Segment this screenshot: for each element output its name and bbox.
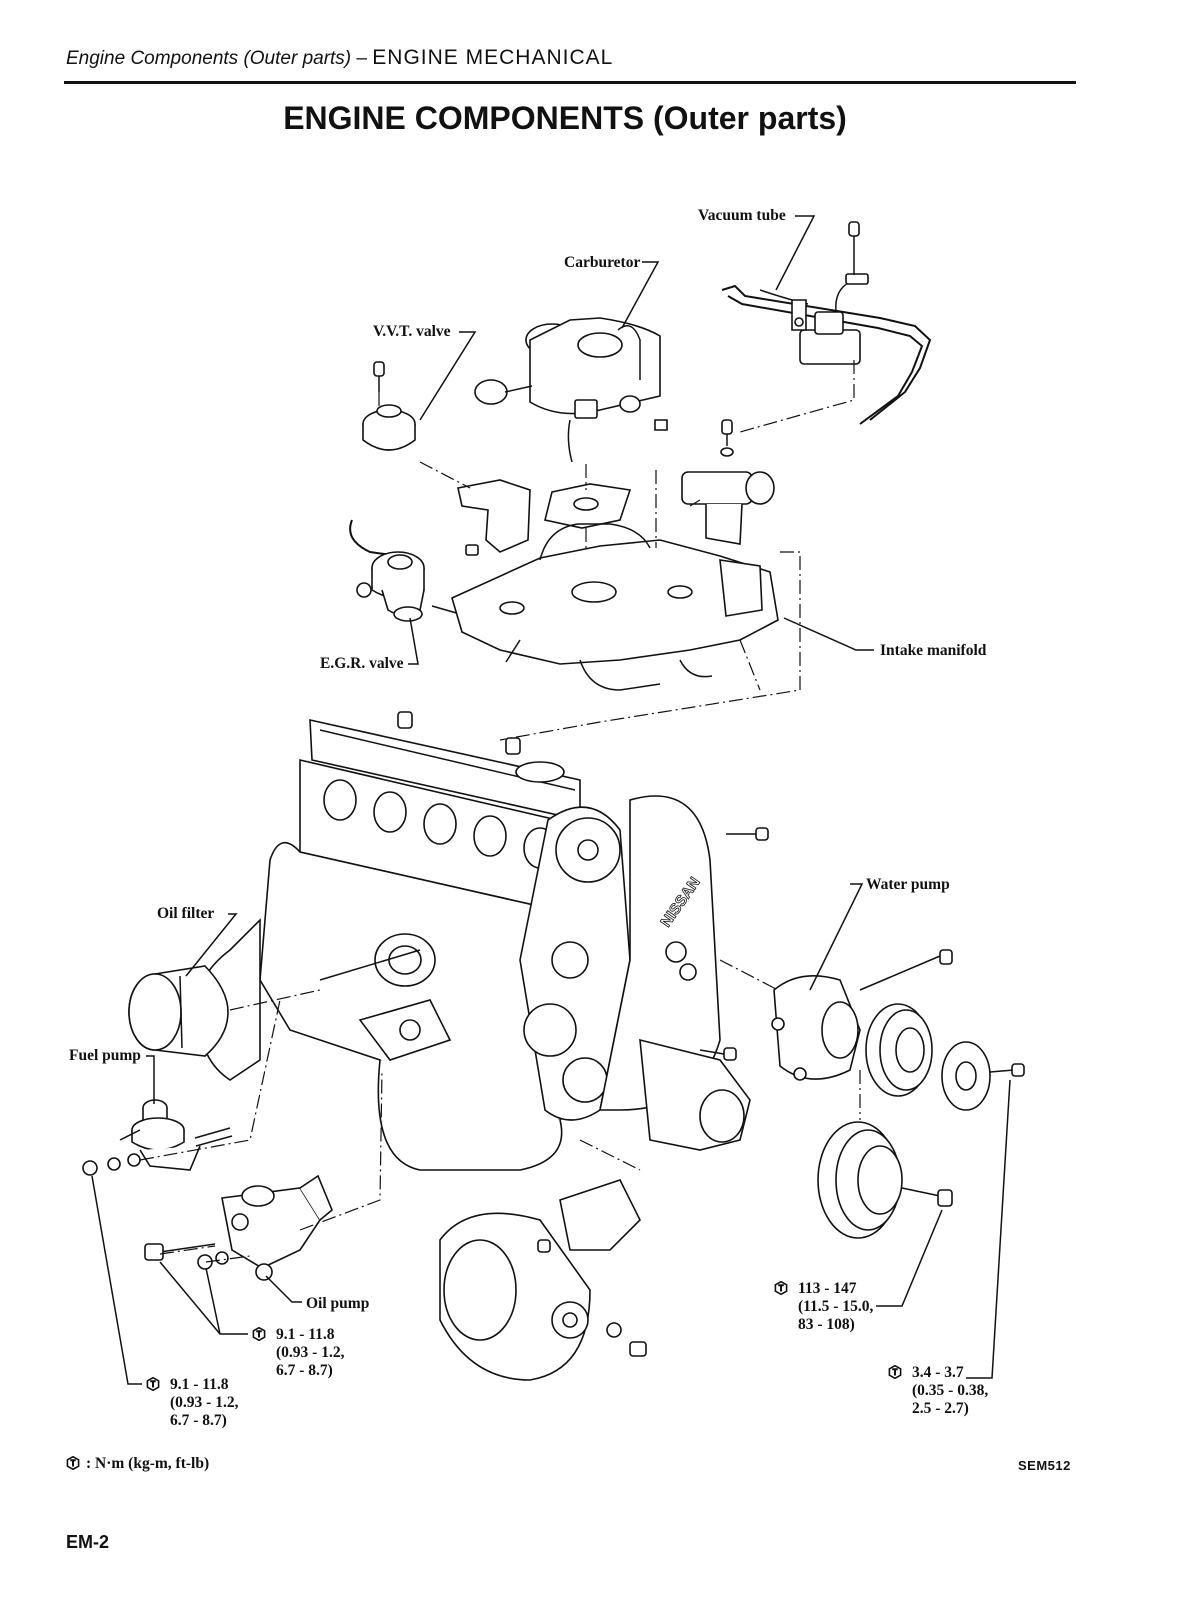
running-head-section: Engine Components (Outer parts)	[66, 48, 352, 69]
torque-value-ftlb: 2.5 - 2.7)	[912, 1400, 969, 1417]
label-egr-valve: E.G.R. valve	[320, 655, 404, 672]
fuel-pump-fasteners	[83, 1154, 140, 1175]
label-carburetor: Carburetor	[564, 254, 641, 271]
oil-filter-part	[129, 966, 228, 1056]
torque-hex-icon	[66, 1456, 80, 1470]
torque-value-ftlb: 6.7 - 8.7)	[170, 1412, 227, 1429]
vvt-bracket	[458, 480, 530, 552]
torque-spec-oil-pump: 9.1 - 11.8 (0.93 - 1.2, 6.7 - 8.7)	[252, 1326, 392, 1382]
cylinder-head-block	[198, 712, 600, 1170]
egr-valve-part	[350, 520, 460, 621]
page-number: EM-2	[66, 1532, 110, 1552]
label-vvt-valve: V.V.T. valve	[373, 323, 451, 340]
torque-legend-text: : N·m (kg-m, ft-lb)	[86, 1455, 210, 1472]
water-pump-part	[772, 950, 952, 1080]
torque-value: 9.1 - 11.8	[276, 1326, 335, 1343]
intake-manifold-part	[452, 524, 778, 690]
torque-value: 3.4 - 3.7	[912, 1364, 964, 1381]
torque-value: 9.1 - 11.8	[170, 1376, 229, 1393]
torque-value-ftlb: 6.7 - 8.7)	[276, 1362, 333, 1379]
torque-value-kgm: (0.93 - 1.2,	[276, 1344, 345, 1361]
label-intake-manifold: Intake manifold	[880, 642, 987, 659]
gasket-hole	[574, 498, 598, 510]
water-pump-pulley	[866, 1004, 932, 1096]
torque-spec-water-pump-pulley: 3.4 - 3.7 (0.35 - 0.38, 2.5 - 2.7)	[888, 1364, 1028, 1420]
torque-hex-icon	[888, 1365, 902, 1379]
label-oil-filter: Oil filter	[157, 905, 215, 922]
oil-pump-part	[145, 1176, 332, 1280]
alternator-part	[440, 1180, 646, 1380]
running-head: Engine Components (Outer parts) – ENGINE…	[66, 46, 613, 70]
timing-belt-cover: NISSAN	[520, 796, 768, 1150]
torque-spec-crank-pulley: 113 - 147 (11.5 - 15.0, 83 - 108)	[774, 1280, 914, 1336]
label-fuel-pump: Fuel pump	[69, 1047, 141, 1064]
page-title: ENGINE COMPONENTS (Outer parts)	[283, 100, 847, 136]
running-head-separator: –	[351, 48, 373, 69]
torque-value-kgm: (0.93 - 1.2,	[170, 1394, 239, 1411]
phantom-alignment-lines	[140, 360, 860, 1262]
label-oil-pump: Oil pump	[306, 1295, 370, 1312]
carburetor-part	[475, 318, 667, 462]
running-head-chapter: ENGINE MECHANICAL	[372, 46, 614, 69]
header-rule	[64, 81, 1076, 84]
vacuum-tube-assembly	[722, 222, 930, 424]
torque-hex-icon	[774, 1281, 788, 1295]
figure-code: SEM512	[1018, 1458, 1071, 1473]
torque-value-kgm: (0.35 - 0.38,	[912, 1382, 989, 1399]
fuel-pump-part	[120, 1100, 232, 1170]
label-water-pump: Water pump	[866, 876, 950, 893]
torque-value-ftlb: 83 - 108)	[798, 1316, 855, 1333]
pulley-spacer	[942, 1042, 1024, 1110]
solenoid-valve-part	[682, 420, 774, 544]
torque-hex-icon	[252, 1327, 266, 1341]
torque-spec-fuel-pump: 9.1 - 11.8 (0.93 - 1.2, 6.7 - 8.7)	[146, 1376, 286, 1432]
torque-value-kgm: (11.5 - 15.0,	[798, 1298, 874, 1315]
torque-legend: : N·m (kg-m, ft-lb)	[66, 1455, 209, 1473]
crankshaft-pulley	[818, 1122, 952, 1238]
torque-hex-icon	[146, 1377, 160, 1391]
label-vacuum-tube: Vacuum tube	[698, 207, 786, 224]
callout-leaders	[92, 216, 1010, 1384]
torque-value: 113 - 147	[798, 1280, 857, 1297]
vvt-valve-part	[363, 362, 415, 450]
